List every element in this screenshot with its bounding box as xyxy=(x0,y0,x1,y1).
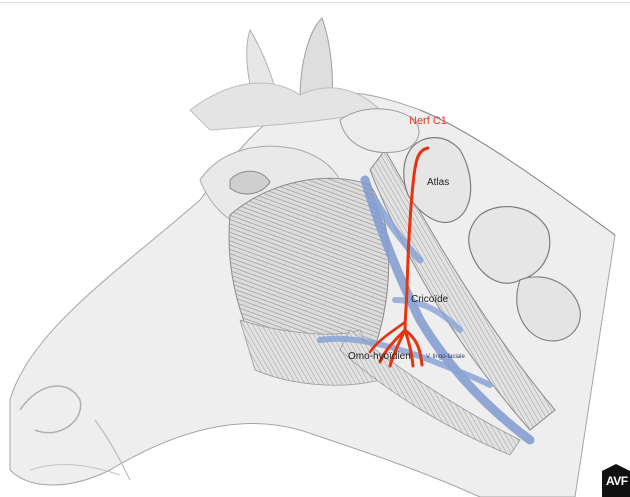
label-omo-hyoidien: Omo-hyoïdien xyxy=(348,352,411,362)
label-atlas: Atlas xyxy=(427,178,449,188)
label-linguofacial-vein: V. lingo-faciale xyxy=(426,354,465,360)
avf-logo-text: AVF xyxy=(606,475,628,487)
label-nerf-c1: Nerf C1 xyxy=(409,116,447,127)
label-cricoide: Cricoïde xyxy=(411,295,448,305)
